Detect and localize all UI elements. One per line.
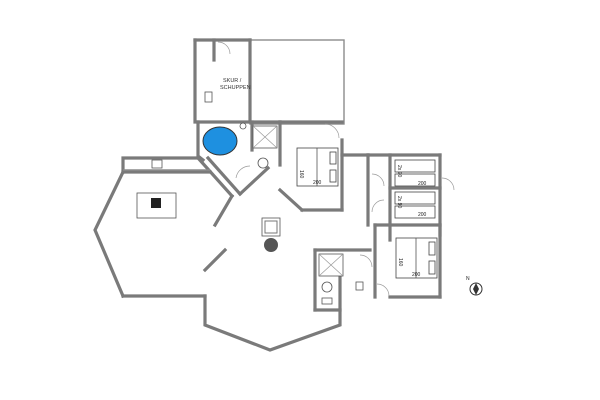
pillow-1b <box>329 169 337 183</box>
shed-label-line2: SCHUPPEN <box>220 85 251 91</box>
kitchen-sink <box>151 159 163 169</box>
bunk-bed-2a <box>394 191 436 205</box>
bunk-bed-2b <box>394 205 436 219</box>
bunk1-length-label: 200 <box>418 181 427 187</box>
pillow-1a <box>329 151 337 165</box>
bed2-length: 200 <box>412 272 421 278</box>
shed-fixture <box>204 91 213 103</box>
bed2-width: 160 <box>397 258 403 267</box>
sink-2 <box>321 297 333 305</box>
pillow-2b <box>428 260 436 275</box>
bunk-bed-1b <box>394 173 436 187</box>
stove-hearth <box>264 220 278 234</box>
whirlpool-tub <box>202 126 238 156</box>
living-kitchen <box>93 155 342 352</box>
spa-sink <box>239 122 247 130</box>
toilet-2 <box>321 281 333 293</box>
bunk-rooms <box>340 153 455 242</box>
compass-north-label: N <box>466 276 470 282</box>
toilet <box>257 157 269 169</box>
central-hall <box>202 120 344 273</box>
bed1-length: 200 <box>313 180 322 186</box>
bunk2-width-label: 2x 90 <box>396 196 402 208</box>
bunk2-length-label: 200 <box>418 212 427 218</box>
bathroom-2 <box>313 248 373 312</box>
compass: N <box>466 276 483 296</box>
bunk-bed-1a <box>394 159 436 173</box>
shed-label-line1: SKUR / <box>223 78 242 84</box>
cooktop <box>151 198 161 208</box>
bunk1-width-label: 2x 90 <box>396 165 402 177</box>
bath-fixture-2 <box>355 281 364 291</box>
shed-annex <box>193 38 345 125</box>
wood-stove <box>264 238 278 252</box>
pillow-2a <box>428 241 436 256</box>
compass-needle-icon <box>473 283 479 295</box>
bed1-width: 160 <box>298 170 304 179</box>
spa-room <box>196 120 282 179</box>
bedroom-2 <box>373 223 442 299</box>
bedroom-1 <box>278 120 344 212</box>
